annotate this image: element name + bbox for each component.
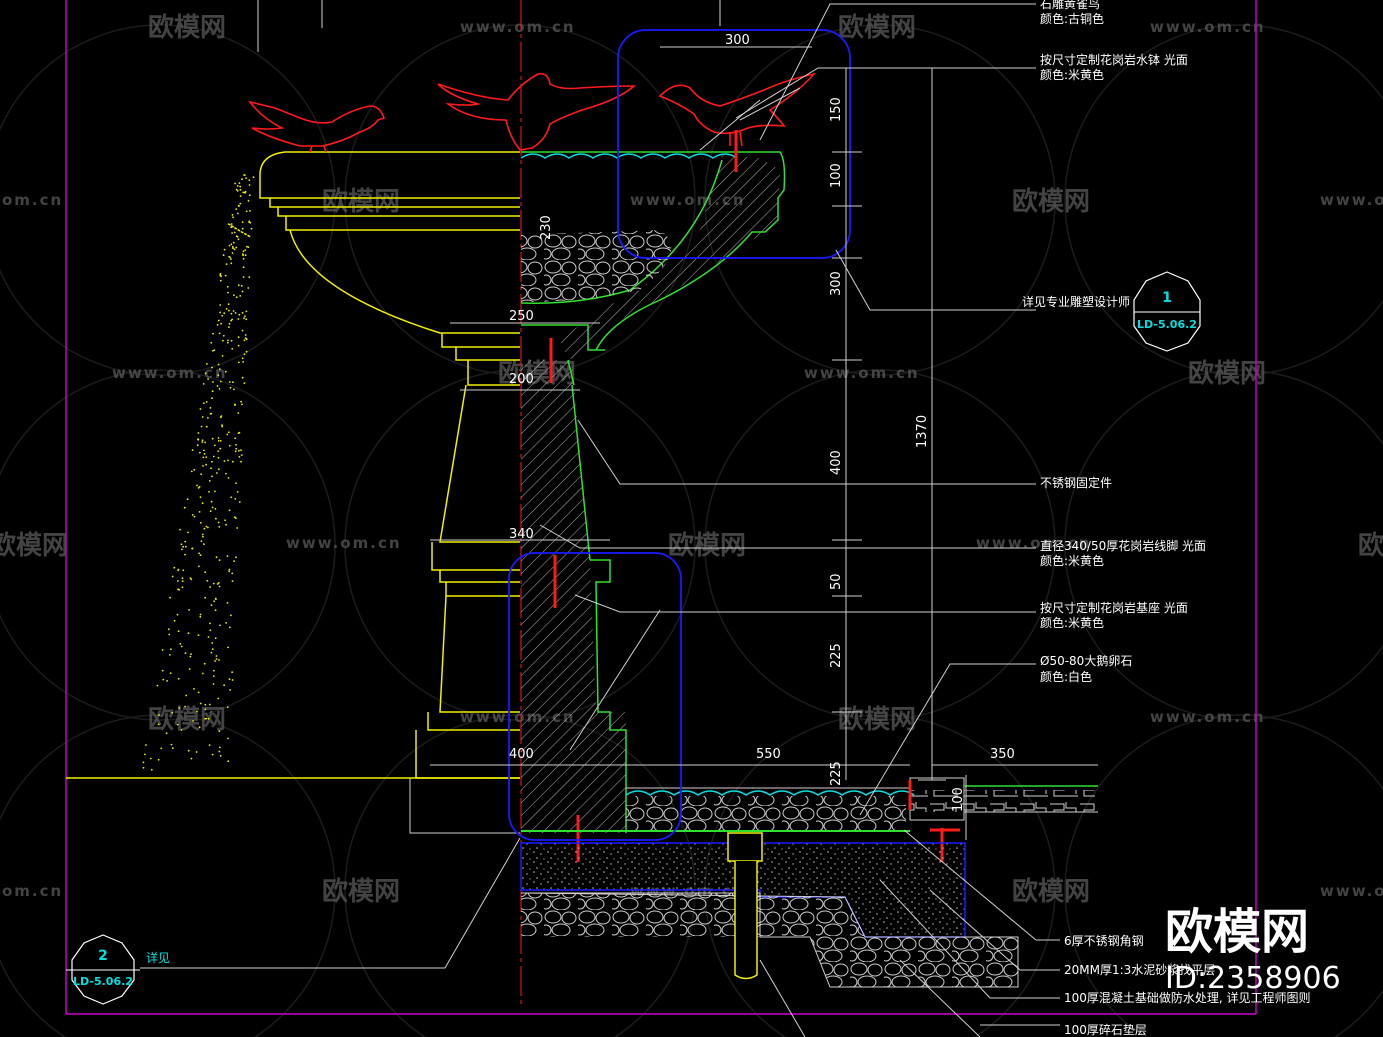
dim-340: 340 [509,527,534,542]
watermark-text: 欧模网 [1358,530,1383,561]
note-pebble-color: 颜色:白色 [1040,669,1092,684]
note-bird-color: 颜色:古铜色 [1040,11,1104,26]
fountain-elevation [259,151,520,779]
note-molding-color: 颜色:米黄色 [1040,553,1104,568]
watermark-text: 欧模网 [1012,186,1090,217]
note-bird-title: 石雕黄雀鸟 [1040,0,1100,11]
detail-bubbles [508,29,851,841]
watermark-url: www.om.cn [804,364,920,382]
dim-225-upper: 225 [829,643,844,668]
watermark-text: 欧模网 [322,186,400,217]
dim-400-base: 400 [509,747,534,762]
watermark-url: www.om.cn [1320,191,1383,209]
note-mortar: 20MM厚1:3水泥砂浆找平层 [1064,962,1215,977]
watermark-text: 欧模网 [1188,358,1266,389]
watermark-text: 欧模网 [148,704,226,735]
dimension-labels: 300 150 100 230 300 250 200 400 1370 340… [509,33,1015,812]
watermark-url: om.cn [2,882,63,900]
section-callout-1: 1 LD-5.06.2 [1133,271,1201,352]
annotations: 石雕黄雀鸟 颜色:古铜色 按尺寸定制花岗岩水钵 光面 颜色:米黄色 详见专业雕塑… [1022,0,1311,1037]
note-molding-title: 直径340/50厚花岗岩线脚 光面 [1040,538,1206,553]
ground-line [66,777,520,834]
callout-2-note: 详见 [146,950,170,965]
note-pebble-title: Ø50-80大鹅卵石 [1040,654,1132,668]
fountain-section [520,130,1098,988]
dim-300-top: 300 [725,33,750,48]
watermark-url: www.om.cn [1150,708,1266,726]
watermark-url: om.cn [2,191,63,209]
callout-1-ref: LD-5.06.2 [1137,318,1197,331]
brand-logo-text: 欧模网 [1165,904,1309,960]
watermark-text: 欧模网 [668,530,746,561]
watermark-url: www.om.cn [1320,882,1383,900]
watermark-text: 欧模网 [148,12,226,43]
leader-lines [140,3,1060,1037]
water-spray [142,174,255,771]
brand-id: ID:2358906 [1165,961,1341,996]
watermark-text: 欧模网 [1012,876,1090,907]
dim-230: 230 [539,215,554,240]
note-steel-angle: 6厚不锈钢角钢 [1064,934,1144,948]
note-base-color: 颜色:米黄色 [1040,615,1104,630]
dim-300-side: 300 [829,271,844,296]
watermark-text: 欧模网 [0,530,68,561]
watermark-url: www.om.cn [1150,18,1266,36]
callout-1-number: 1 [1162,290,1172,306]
dim-250: 250 [509,309,534,324]
dim-550: 550 [756,747,781,762]
dim-200: 200 [509,372,534,387]
note-bowl-title: 按尺寸定制花岗岩水钵 光面 [1040,52,1188,67]
dim-150: 150 [829,97,844,122]
watermark-url: www.om.cn [286,534,402,552]
note-concrete: 100厚混凝土基础做防水处理, 详见工程师图则 [1064,990,1311,1005]
note-steel-fixing: 不锈钢固定件 [1040,475,1112,490]
dim-225-lower: 225 [829,761,844,786]
dim-100-bowl: 100 [829,163,844,188]
note-gravel: 100厚碎石垫层 [1064,1022,1147,1037]
watermark-text: 欧模网 [322,876,400,907]
note-base-title: 按尺寸定制花岗岩基座 光面 [1040,600,1188,615]
dim-400-side: 400 [829,450,844,475]
dim-350: 350 [990,747,1015,762]
brand-stamp: 欧模网 ID:2358906 [1165,904,1341,996]
watermark-url: www.om.cn [112,364,228,382]
section-callout-2: 2 LD-5.06.2 详见 [66,934,170,1005]
watermark-url: www.om.cn [460,18,576,36]
watermark-text: 欧模网 [838,704,916,735]
watermark-text: 欧模网 [838,12,916,43]
dim-50: 50 [829,573,844,590]
note-bowl-color: 颜色:米黄色 [1040,67,1104,82]
note-sculptor: 详见专业雕塑设计师 [1022,294,1130,309]
dim-1370: 1370 [915,415,930,448]
bird-sculptures [248,72,817,153]
dim-100-edge: 100 [951,787,966,812]
drawing-frame [65,0,1257,1015]
callout-2-number: 2 [98,948,108,964]
callout-2-ref: LD-5.06.2 [73,975,133,988]
